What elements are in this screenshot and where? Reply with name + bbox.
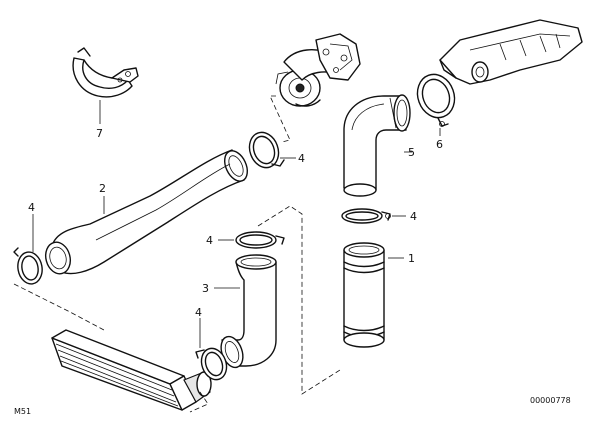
part-1-pipe	[343, 242, 385, 348]
clamp-4-middle	[235, 231, 285, 249]
callout-4a: 4	[28, 201, 35, 214]
clamp-4-right	[341, 208, 391, 224]
part-7-bracket	[72, 47, 139, 98]
callout-4b: 4	[298, 152, 305, 165]
callout-1: 1	[408, 252, 415, 265]
callout-5: 5	[408, 146, 415, 159]
callout-6: 6	[436, 138, 443, 151]
clamp-4-upper	[248, 131, 285, 169]
guide-turbo-to-clamp	[269, 95, 291, 143]
callout-4c: 4	[206, 234, 213, 247]
callout-7: 7	[96, 127, 103, 140]
callout-3: 3	[202, 282, 209, 295]
part-2-long-hose	[44, 149, 249, 275]
guide-left-to-intercooler	[13, 283, 105, 331]
intercooler	[51, 329, 212, 411]
clamp-4-left	[13, 247, 43, 285]
guide-hose-path	[257, 205, 341, 395]
part-3-bent-hose	[220, 254, 277, 369]
part-5-elbow-hose	[343, 94, 411, 197]
footer-right-code: 00000778	[530, 396, 571, 405]
intake-manifold	[439, 19, 583, 85]
part-6-clamp	[416, 73, 456, 127]
footer-left-code: M51	[14, 407, 31, 416]
clamp-4-lower	[195, 347, 228, 381]
turbocharger	[275, 33, 361, 107]
callout-4d: 4	[195, 306, 202, 319]
callout-2: 2	[99, 182, 106, 195]
guide-intercooler-outlet	[189, 391, 209, 413]
callout-4e: 4	[410, 210, 417, 223]
